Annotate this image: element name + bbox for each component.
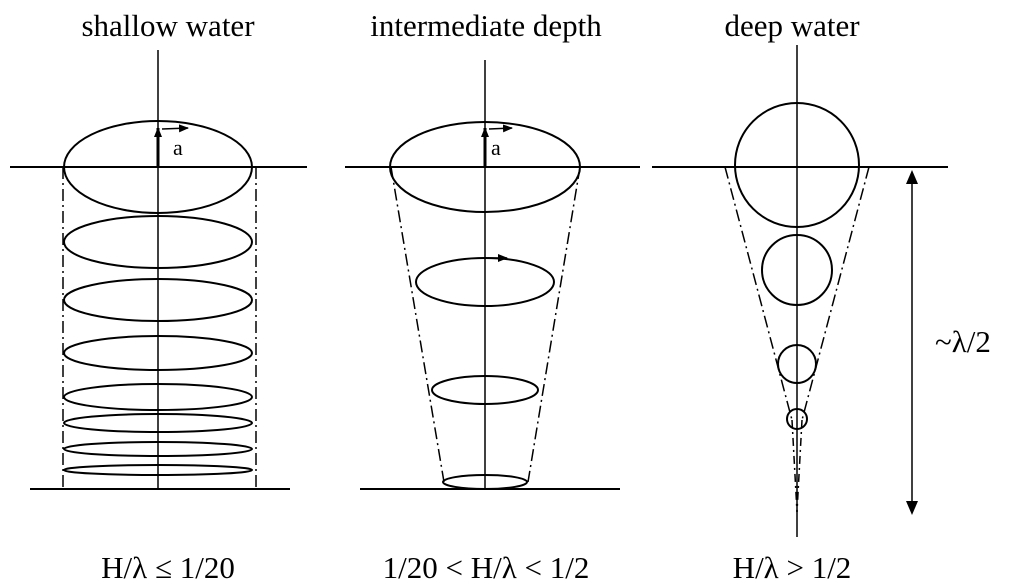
deep-right-envelope xyxy=(801,166,870,421)
intermediate-orbit xyxy=(415,257,555,307)
deep-left-envelope-tail xyxy=(791,419,798,513)
intermediate-orbit xyxy=(442,474,528,490)
deep-orbit xyxy=(777,344,817,384)
shallow-orbit xyxy=(63,278,253,322)
intermediate-amplitude-label: a xyxy=(491,135,501,160)
depth-label: ~λ/2 xyxy=(935,324,991,359)
panel-condition-shallow: H/λ ≤ 1/20 xyxy=(101,550,235,585)
intermediate-orbit xyxy=(431,375,539,405)
shallow-direction-arrow xyxy=(161,124,189,133)
depth-arrow-top xyxy=(906,170,918,184)
panel-title-deep: deep water xyxy=(724,8,860,43)
shallow-orbit xyxy=(63,215,253,269)
shallow-orbit xyxy=(63,464,253,476)
deep-orbit xyxy=(761,234,833,306)
intermediate-direction-arrow xyxy=(488,124,513,133)
intermediate-right-envelope xyxy=(527,166,581,483)
panel-condition-intermediate: 1/20 < H/λ < 1/2 xyxy=(382,550,590,585)
intermediate-left-envelope xyxy=(390,166,445,483)
depth-arrow-bottom xyxy=(906,501,918,515)
deep-right-envelope-tail xyxy=(796,419,803,513)
deep-orbit xyxy=(786,408,808,430)
shallow-orbit xyxy=(63,413,253,433)
shallow-orbit xyxy=(63,335,253,371)
shallow-orbit xyxy=(63,383,253,411)
shallow-amplitude-label: a xyxy=(173,135,183,160)
panel-deep xyxy=(652,45,948,537)
deep-left-envelope xyxy=(724,166,793,421)
panel-intermediate xyxy=(345,60,640,490)
panel-shallow xyxy=(10,50,307,490)
panel-condition-deep: H/λ > 1/2 xyxy=(732,550,852,585)
shallow-orbit-surface xyxy=(63,120,253,214)
shallow-orbit xyxy=(63,441,253,457)
deep-orbit-surface xyxy=(734,102,860,228)
intermediate-orbit-surface xyxy=(389,121,581,213)
panel-title-intermediate: intermediate depth xyxy=(370,8,602,43)
panel-title-shallow: shallow water xyxy=(81,8,255,43)
